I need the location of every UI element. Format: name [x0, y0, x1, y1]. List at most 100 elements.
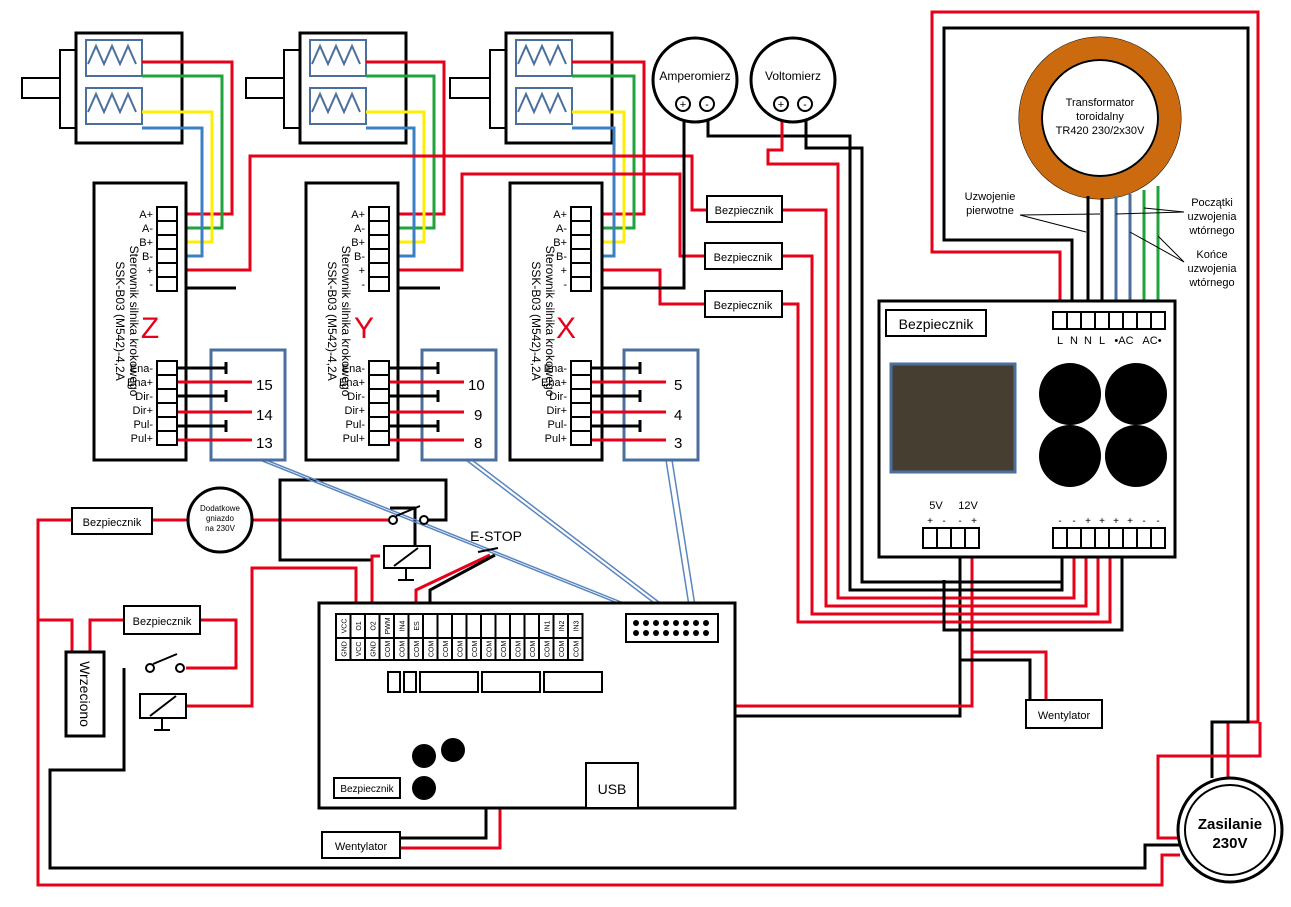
board-pin — [451, 613, 468, 639]
pin-label: Ena- — [544, 363, 568, 375]
fuse-label: Bezpiecznik — [133, 616, 192, 628]
pin-label: + — [359, 265, 365, 277]
toroidal-transformer: Transformator toroidalny TR420 230/2x30V — [1018, 36, 1182, 312]
idc-pin — [663, 620, 669, 626]
driver-model-label: Sterownik silnika krokowego — [127, 246, 141, 397]
idc-pin — [633, 630, 639, 636]
terminal-label: •AC — [1114, 335, 1133, 347]
board-pin — [509, 613, 526, 639]
motor-phase-wires — [142, 60, 646, 258]
polarity-sign: + — [1099, 516, 1105, 527]
board-pin-label: IN2 — [559, 620, 566, 631]
pin-label: B+ — [553, 237, 567, 249]
driver-y: Sterownik silnika krokowego SSK-B03 (M54… — [304, 181, 400, 462]
relay-socket — [383, 505, 431, 581]
pin-label: Pul- — [547, 419, 567, 431]
annotation: pierwotne — [966, 205, 1014, 217]
board-pin — [494, 613, 511, 639]
port-number: 4 — [674, 407, 682, 424]
plus-terminal: + — [778, 99, 784, 111]
board-pin-label: O2 — [370, 621, 377, 630]
annotation: Uzwojenie — [965, 191, 1016, 203]
pin-label: A- — [556, 223, 567, 235]
polarity-sign: - — [1072, 516, 1075, 527]
fuse-label: Bezpiecznik — [715, 205, 774, 217]
pin-label: Dir+ — [345, 405, 365, 417]
board-pin-label: ES — [414, 621, 421, 631]
board-pin-label: COM — [385, 641, 392, 658]
terminal-label: L — [1099, 335, 1105, 347]
terminal-block-bottom — [368, 360, 390, 446]
socket-label: na 230V — [205, 524, 235, 533]
terminal-block-bottom — [570, 360, 592, 446]
capacitor — [1039, 363, 1101, 425]
pin-label: B- — [142, 251, 153, 263]
annotation: uzwojenia — [1188, 263, 1238, 275]
pin-label: Ena+ — [127, 377, 153, 389]
terminal-label: N — [1070, 335, 1078, 347]
psu-display — [889, 362, 1017, 474]
socket-label: gniazdo — [206, 514, 235, 523]
estop-label: E-STOP — [470, 528, 522, 544]
fan-label: Wentylator — [1038, 710, 1091, 722]
pin-label: B- — [354, 251, 365, 263]
driver-model-label: Sterownik silnika krokowego — [543, 246, 557, 397]
fan-label: Wentylator — [335, 841, 388, 853]
board-pin-label: IN1 — [544, 620, 551, 631]
idc-pin — [663, 630, 669, 636]
idc-connector — [625, 613, 719, 643]
polarity-sign: + — [1127, 516, 1133, 527]
pin-label: Dir- — [135, 391, 153, 403]
minus-terminal: - — [803, 99, 807, 111]
pin-label: A- — [354, 223, 365, 235]
pin-label: Dir- — [347, 391, 365, 403]
polarity-sign: - — [1142, 516, 1145, 527]
board-pin-label: GND — [370, 641, 377, 657]
mains-input: Zasilanie 230V — [1176, 776, 1284, 884]
port-number: 10 — [468, 377, 485, 394]
extra-socket: Dodatkowe gniazdo na 230V — [186, 486, 254, 554]
board-pin-label: COM — [559, 641, 566, 658]
idc-pin — [703, 630, 709, 636]
output-label: 12V — [958, 500, 978, 512]
signal-frame-x: 5 4 3 — [592, 348, 700, 462]
polarity-sign: - — [1156, 516, 1159, 527]
port-number: 3 — [674, 435, 682, 452]
stepper-motor-x — [449, 31, 614, 145]
polarity-sign: - — [1058, 516, 1061, 527]
dc-output-terminal — [1052, 527, 1166, 549]
idc-pin — [653, 620, 659, 626]
pin-label: Ena+ — [339, 377, 365, 389]
fuse: Bezpiecznik — [704, 290, 783, 318]
usb-port — [585, 762, 639, 809]
pin-label: B+ — [351, 237, 365, 249]
annotation: Końce — [1196, 249, 1227, 261]
idc-pin — [653, 630, 659, 636]
annotation: wtórnego — [1188, 277, 1234, 289]
output-label: 5V — [929, 500, 943, 512]
annotation: wtórnego — [1188, 225, 1234, 237]
terminal-block-top — [156, 206, 178, 292]
board-pin-label: O1 — [356, 621, 363, 630]
fan-psu: Wentylator — [1025, 699, 1103, 729]
transformer-label: Transformator — [1066, 97, 1135, 109]
board-pin-label: COM — [457, 641, 464, 658]
annotation: Początki — [1191, 197, 1233, 209]
board-pin-label: VCC — [341, 619, 348, 634]
low-voltage-terminal — [922, 527, 980, 549]
idc-pin — [673, 620, 679, 626]
pin-label: Ena- — [342, 363, 366, 375]
idc-pin — [643, 620, 649, 626]
annotation: uzwojenia — [1188, 211, 1238, 223]
emergency-stop: E-STOP — [470, 528, 522, 553]
driver-part-label: SSK-B03 (M542)-4,2A — [113, 261, 127, 380]
fuse-label: Bezpiecznik — [714, 252, 773, 264]
driver-x: Sterownik silnika krokowego SSK-B03 (M54… — [508, 181, 604, 462]
terminal-block-bottom — [156, 360, 178, 446]
fan-board: Wentylator — [321, 831, 401, 859]
pin-label: Pul- — [345, 419, 365, 431]
board-pin — [422, 613, 439, 639]
